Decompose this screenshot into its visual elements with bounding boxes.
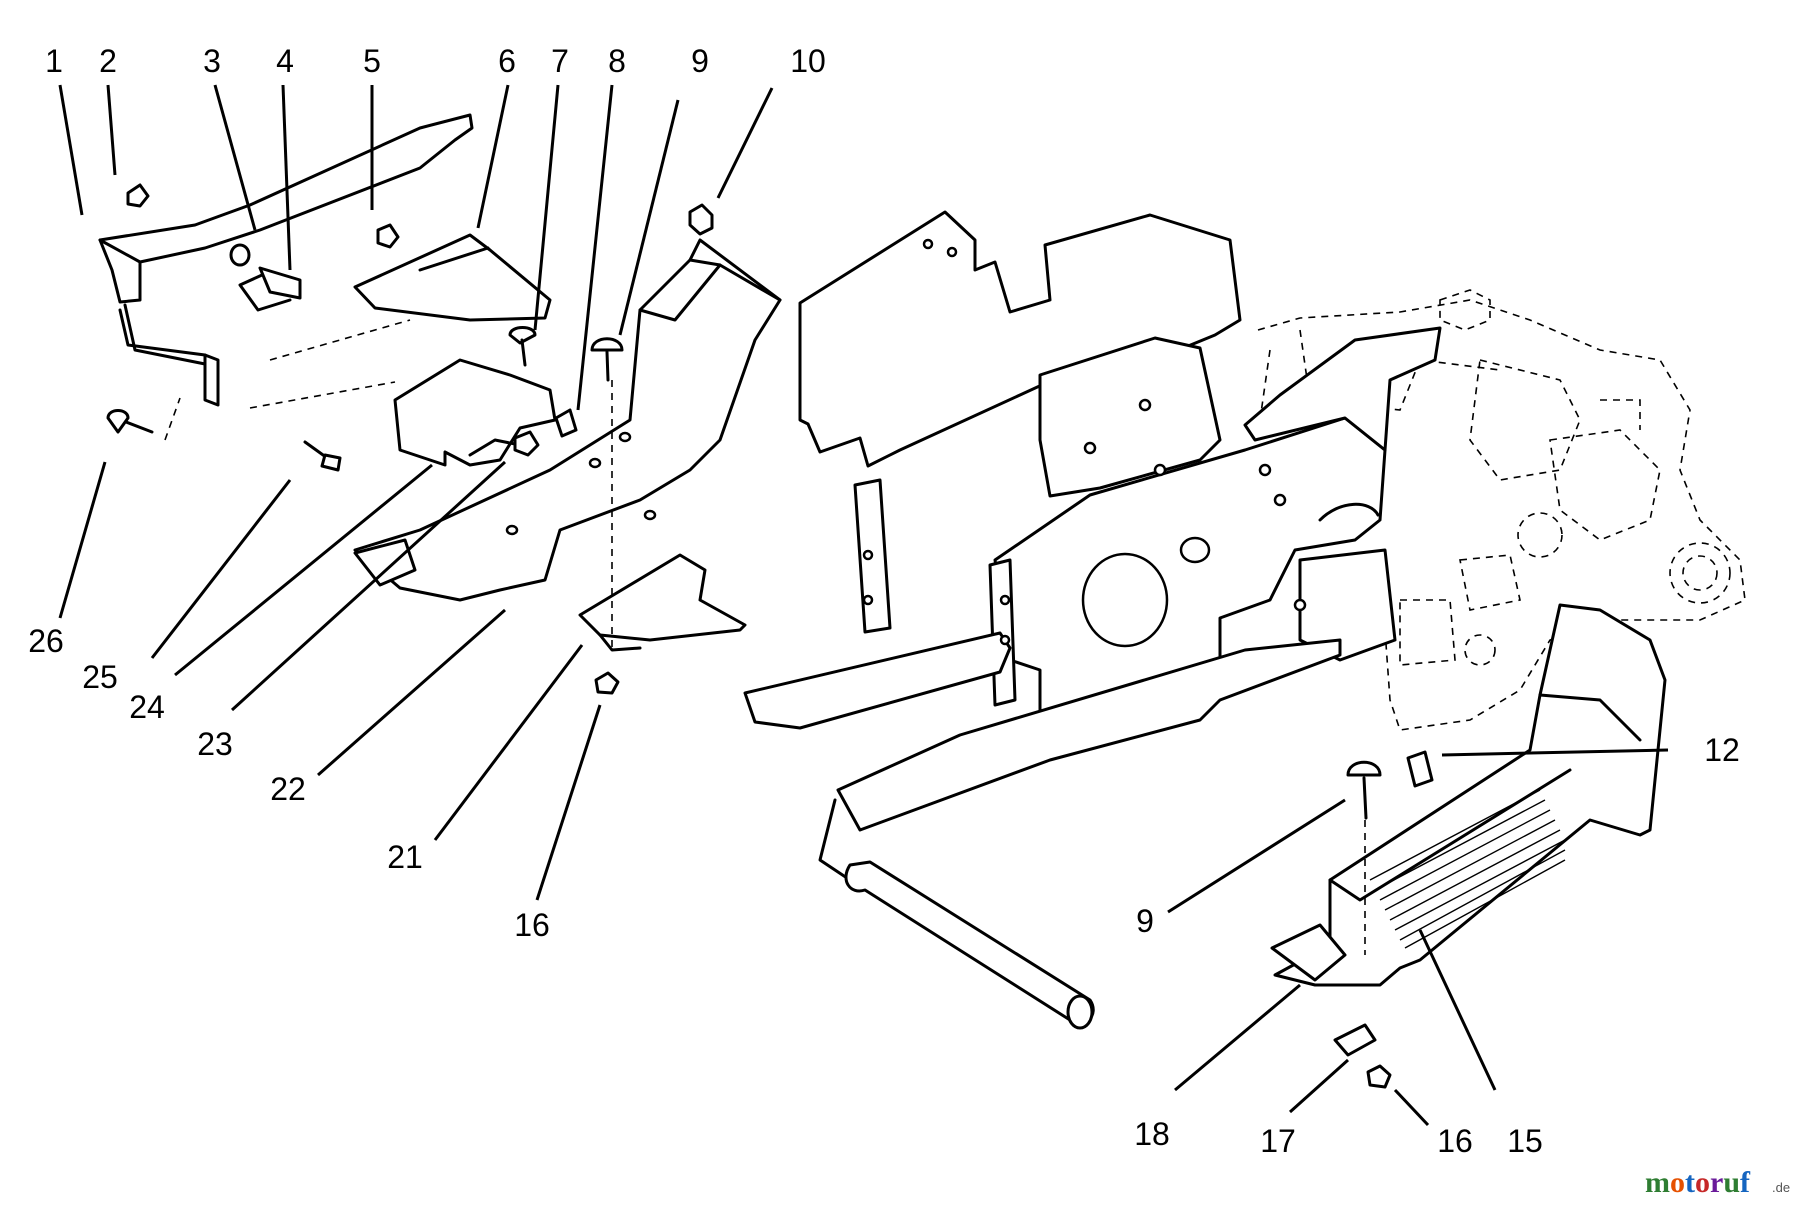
watermark-logo: motoruf .de <box>1645 1166 1790 1199</box>
hardware <box>106 183 1434 1089</box>
left-footrest <box>353 238 782 602</box>
main-frame <box>743 210 1442 1030</box>
watermark-brand: motoruf <box>1645 1166 1751 1199</box>
callout-label: 6 <box>498 43 516 79</box>
callout-label: 9 <box>1136 903 1154 939</box>
callout-label: 16 <box>1437 1123 1473 1159</box>
callout-label: 24 <box>129 689 165 725</box>
callout-label: 10 <box>790 43 826 79</box>
callout-label: 26 <box>28 623 64 659</box>
callout-label: 5 <box>363 43 381 79</box>
callout-label: 23 <box>197 726 233 762</box>
callout-label: 16 <box>514 907 550 943</box>
left-bracket <box>578 553 747 652</box>
callout-label: 7 <box>551 43 569 79</box>
callout-label: 22 <box>270 771 306 807</box>
assembly-guides <box>164 319 1366 955</box>
callout-label: 25 <box>82 659 118 695</box>
callout-label: 2 <box>99 43 117 79</box>
callout-label: 15 <box>1507 1123 1543 1159</box>
callout-label: 1 <box>45 43 63 79</box>
callout-label: 8 <box>608 43 626 79</box>
right-footrest <box>1270 603 1667 987</box>
left-linkage <box>98 113 557 467</box>
watermark-suffix: .de <box>1772 1180 1790 1195</box>
callout-label: 17 <box>1260 1123 1296 1159</box>
callout-label: 4 <box>276 43 294 79</box>
transmission-outline <box>1257 289 1746 731</box>
callout-label: 9 <box>691 43 709 79</box>
callout-label: 12 <box>1704 732 1740 768</box>
leader-lines <box>58 84 1669 1127</box>
callout-label: 18 <box>1134 1116 1170 1152</box>
callout-label: 21 <box>387 839 423 875</box>
callout-labels: 1 2 3 4 5 6 7 8 9 10 12 9 15 16 17 18 26… <box>28 43 1740 1159</box>
callout-label: 3 <box>203 43 221 79</box>
foot-grille <box>1369 789 1566 949</box>
